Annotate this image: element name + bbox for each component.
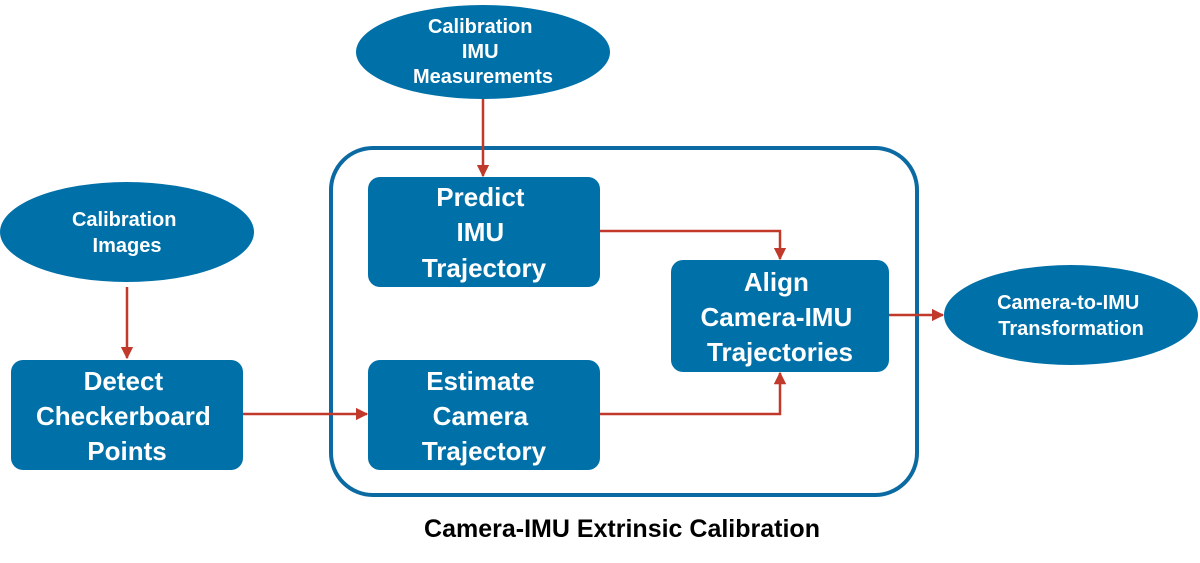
svg-text:Predict IMU Trajec: Predict IMU Trajectory (422, 182, 547, 283)
edge-estimate-to-align (600, 371, 787, 416)
node-label-line: Trajectory (422, 253, 547, 283)
node-label-line: Transformation (998, 318, 1144, 340)
node-shape (11, 360, 243, 470)
node-label-line: Points (87, 436, 166, 466)
node-estimate-camera-trajectory: Estimate Camera Trajectory (368, 360, 600, 470)
node-label-line: IMU (457, 217, 505, 247)
node-align-camera-imu-trajectories: Align Camera-IMU Trajectories (671, 260, 889, 372)
svg-text:Calibration IMU Me: Calibration IMU Measurements (413, 16, 553, 88)
node-label-line: Camera-IMU (701, 302, 853, 332)
node-detect-checkerboard-points: Detect Checkerboard Points (11, 360, 243, 470)
node-label-line: IMU (462, 41, 499, 63)
node-label-line: Trajectory (422, 436, 547, 466)
node-shape (368, 360, 600, 470)
node-shape (356, 5, 610, 99)
node-shape (944, 265, 1198, 365)
frame-caption: Camera-IMU Extrinsic Calibration (424, 515, 820, 543)
calibration-frame (329, 146, 919, 497)
svg-text:Estimate Camera Tr: Estimate Camera Trajectory (422, 366, 547, 466)
edge-predict-to-align (600, 229, 787, 261)
node-label-line: Camera-to-IMU (997, 292, 1139, 314)
node-label-line: Align (744, 267, 809, 297)
node-camera-to-imu-transformation: Camera-to-IMU Transformation (944, 265, 1198, 365)
node-label-line: Measurements (413, 66, 553, 88)
node-shape (671, 260, 889, 372)
node-label-line: Checkerboard (36, 401, 211, 431)
node-label-line: Estimate (426, 366, 534, 396)
node-predict-imu-trajectory: Predict IMU Trajectory (368, 177, 600, 287)
node-calibration-images: Calibration Images (0, 182, 254, 282)
node-shape (368, 177, 600, 287)
node-label-line: Calibration (72, 209, 176, 231)
node-label-line: Calibration (428, 16, 532, 38)
node-shape (0, 182, 254, 282)
node-label-line: Camera (433, 401, 529, 431)
node-label-line: Trajectories (707, 337, 853, 367)
svg-text:Calibration Images: Calibration Images (72, 209, 182, 257)
svg-text:Camera-to-IMU Transforma: Camera-to-IMU Transformation (997, 292, 1145, 340)
edges-layer (120, 98, 945, 421)
node-label-line: Images (93, 235, 162, 257)
svg-text:Align Camera-IMU T: Align Camera-IMU Trajectories (701, 267, 860, 367)
node-calibration-imu-measurements: Calibration IMU Measurements (356, 5, 610, 99)
svg-text:Detect Checkerboard: Detect Checkerboard Points (36, 366, 218, 466)
node-label-line: Detect (84, 366, 164, 396)
node-label-line: Predict (436, 182, 524, 212)
